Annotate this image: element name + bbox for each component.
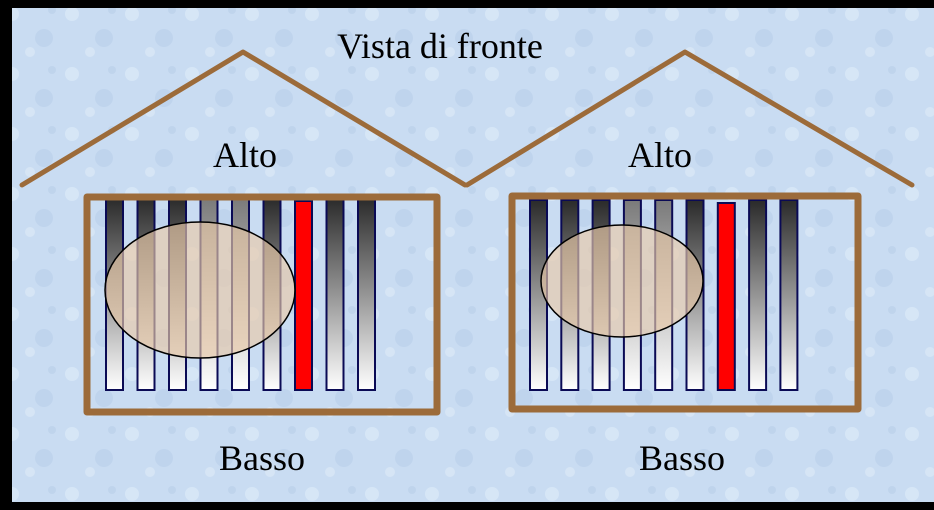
right-bar-8 bbox=[748, 199, 768, 391]
right-house-body bbox=[508, 192, 862, 413]
left-ellipse bbox=[104, 221, 296, 359]
right-base-label: Basso bbox=[639, 438, 725, 478]
right-bar-9 bbox=[779, 199, 799, 391]
left-roof bbox=[19, 49, 468, 188]
right-bar-7-highlighted bbox=[716, 202, 736, 391]
left-bar-8 bbox=[325, 197, 345, 391]
right-ellipse bbox=[540, 224, 704, 338]
left-base-label: Basso bbox=[219, 438, 305, 478]
left-roof-label: Alto bbox=[213, 135, 277, 175]
diagram-title: Vista di fronte bbox=[337, 26, 543, 66]
left-bar-7-highlighted bbox=[294, 200, 313, 391]
left-house-body bbox=[83, 193, 441, 416]
left-bar-9 bbox=[357, 197, 376, 391]
right-roof bbox=[464, 49, 915, 188]
right-roof-label: Alto bbox=[628, 135, 692, 175]
